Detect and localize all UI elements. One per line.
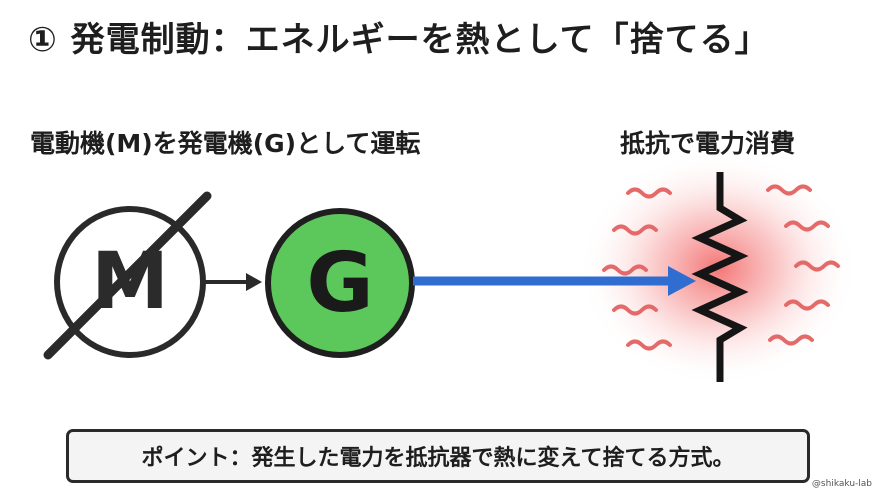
watermark: @shikaku-lab bbox=[811, 479, 872, 489]
heat-wave-icon bbox=[602, 187, 672, 351]
generator-icon bbox=[265, 208, 415, 358]
point-text: ポイント：発生した電力を抵抗器で熱に変えて捨てる方式。 bbox=[141, 446, 735, 471]
motor-letter: M bbox=[91, 237, 169, 327]
motor-as-generator-label: 電動機(M)を発電機(G)として運転 bbox=[30, 129, 421, 158]
point-box: ポイント：発生した電力を抵抗器で熱に変えて捨てる方式。 bbox=[66, 429, 810, 483]
motor-to-generator-arrow bbox=[205, 273, 262, 291]
page-title: ① 発電制動：エネルギーを熱として「捨てる」 bbox=[28, 20, 770, 60]
resistor-icon bbox=[691, 172, 749, 382]
current-arrow bbox=[413, 266, 696, 296]
generator-letter: G bbox=[306, 235, 374, 331]
motor-crossed-icon bbox=[43, 191, 212, 360]
heat-wave-icon bbox=[766, 184, 840, 346]
